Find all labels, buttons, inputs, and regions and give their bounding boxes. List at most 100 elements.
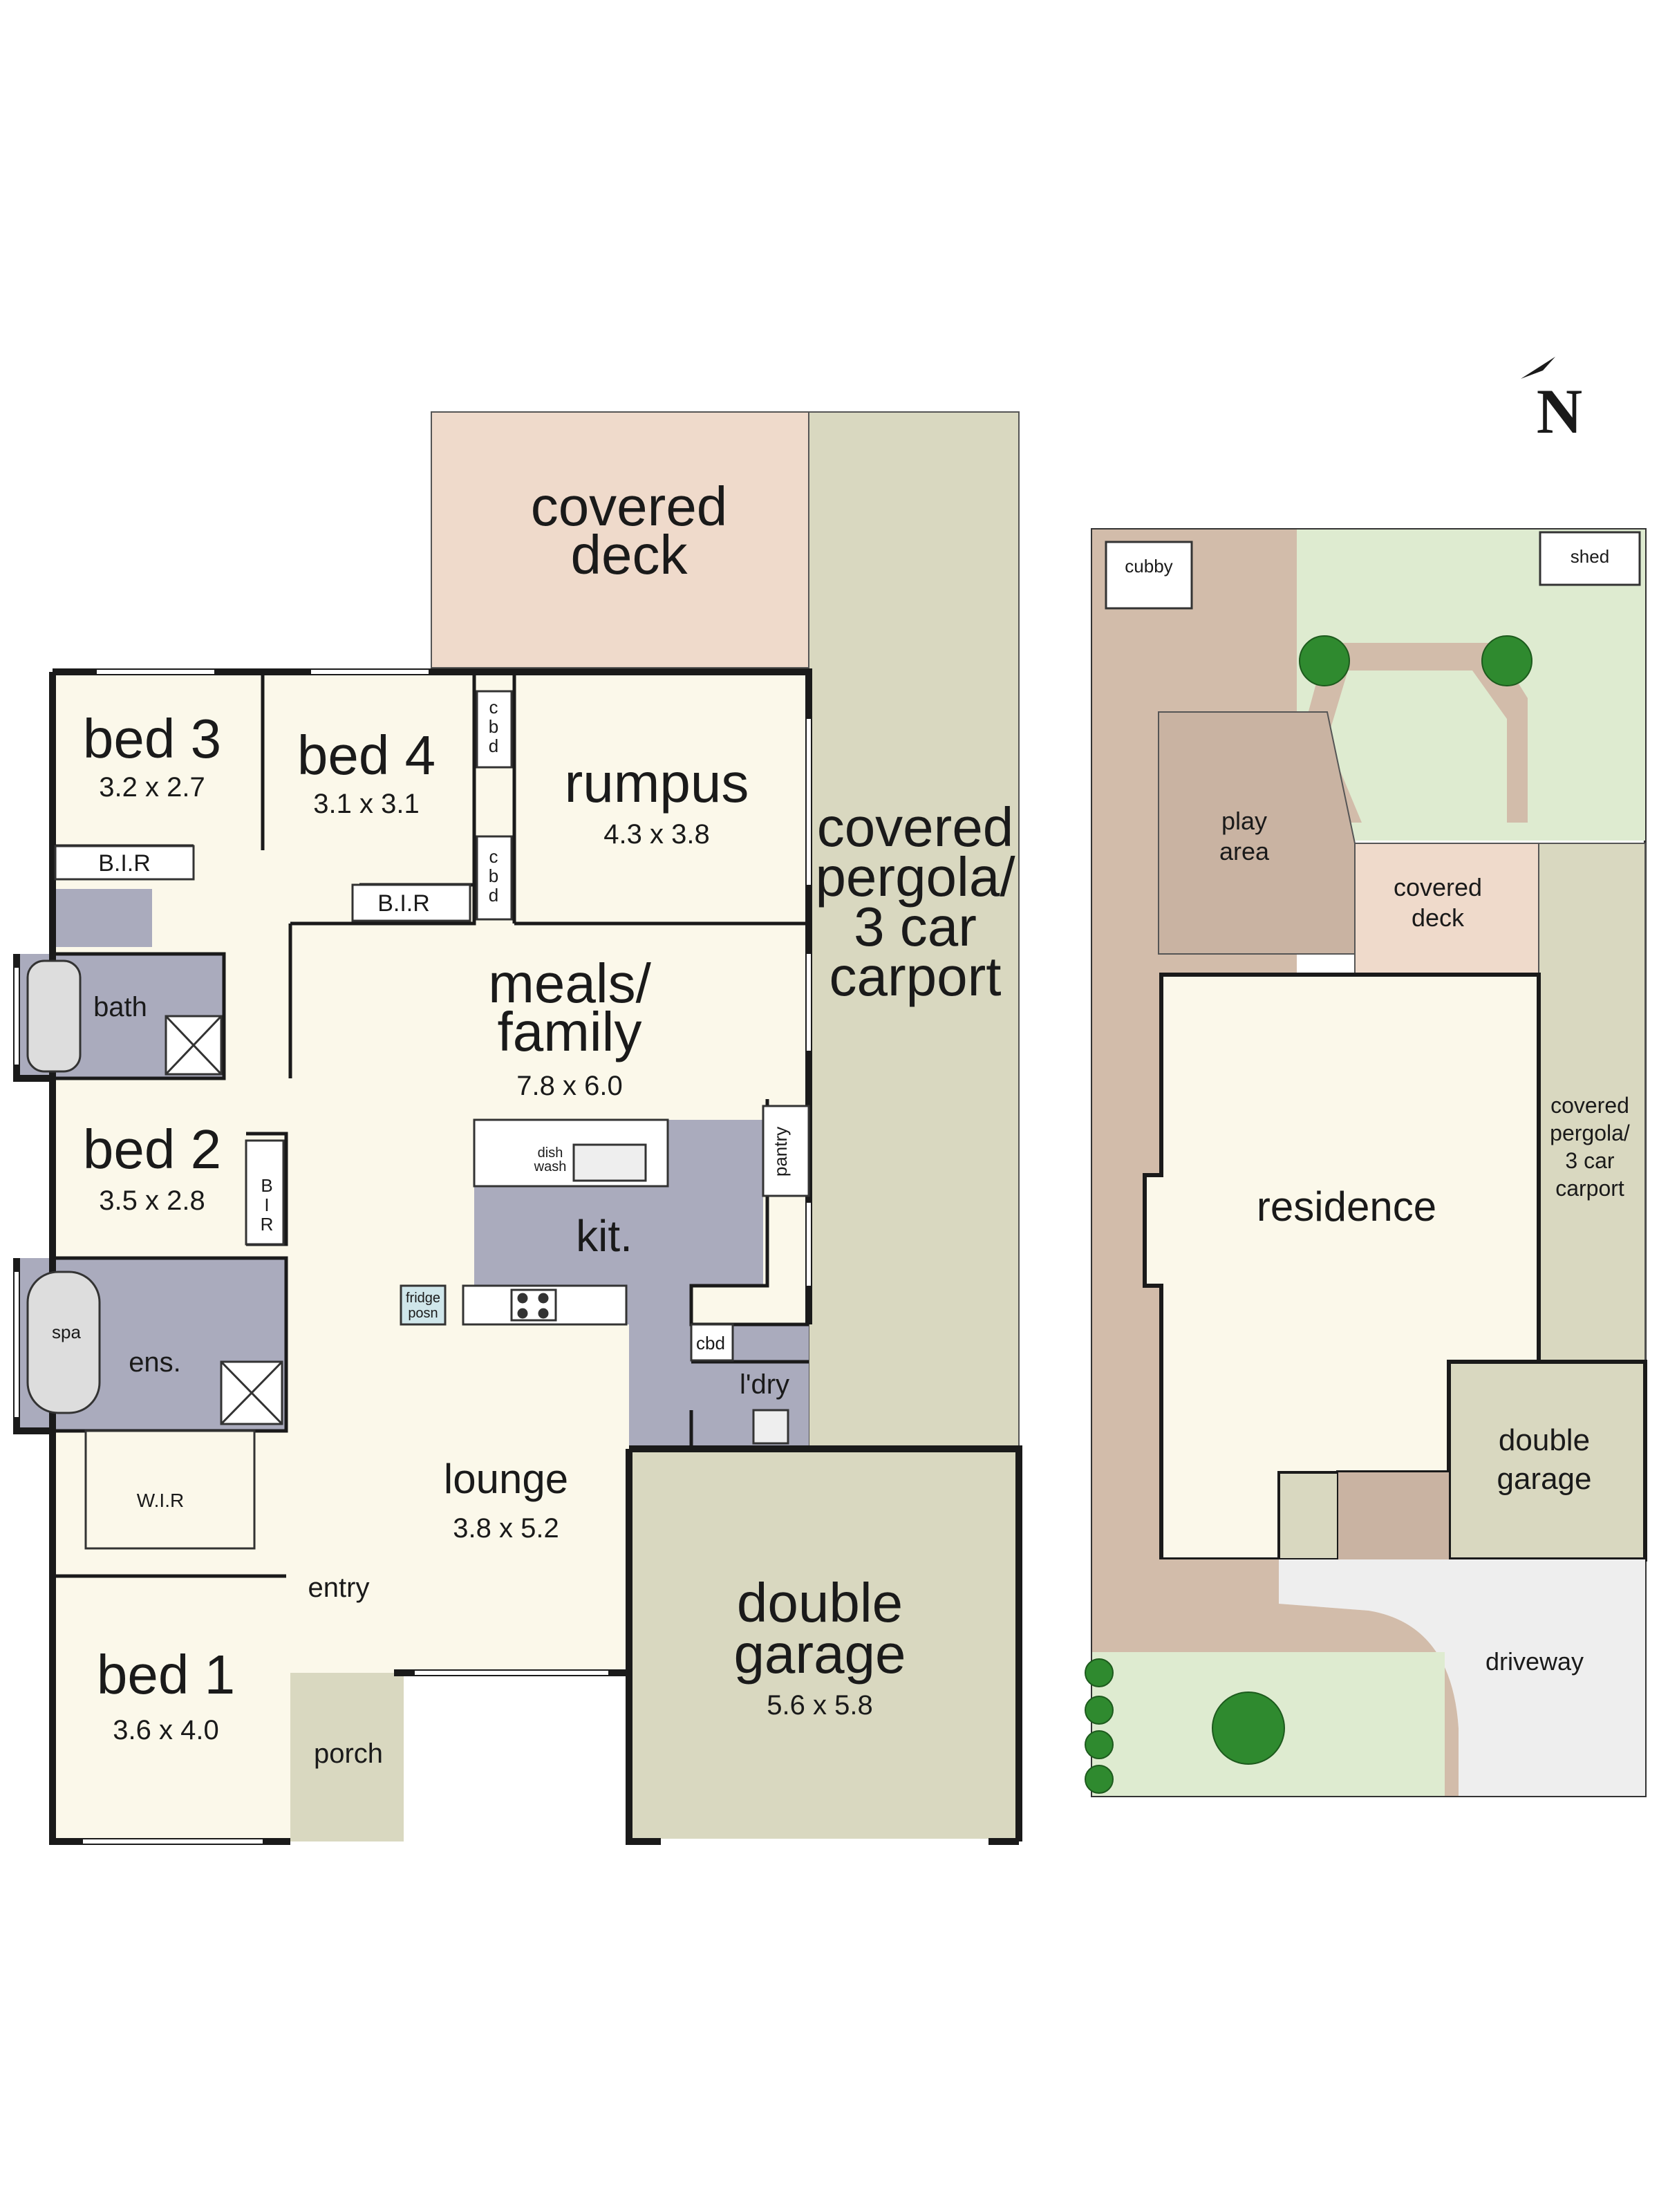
shrub-icon: [1085, 1730, 1114, 1759]
entry-name: entry: [308, 1573, 370, 1603]
site-cubby: [1105, 541, 1193, 610]
lounge-name: lounge: [444, 1456, 568, 1502]
windows: [15, 670, 984, 1844]
kitchen-name: kit.: [576, 1211, 632, 1261]
tree-icon: [1212, 1691, 1285, 1765]
site-carport-line4: carport: [1555, 1176, 1624, 1201]
bed4-bir: B.I.R: [377, 890, 430, 917]
porch-area: [290, 1673, 404, 1841]
site-front-path: [1092, 1559, 1459, 1796]
site-paving-porch: [1338, 1472, 1449, 1559]
porch-name: porch: [314, 1738, 383, 1769]
site-driveway-label: driveway: [1485, 1647, 1584, 1676]
bed1-dims: 3.6 x 4.0: [113, 1715, 218, 1745]
cbd-rumpus-bottom: [476, 835, 513, 921]
site-plan-labels: cubby shed play area covered deck covere…: [1125, 546, 1630, 1676]
compass-label: N: [1537, 376, 1582, 447]
cbd-bottom-c: c: [489, 846, 498, 867]
compass-arrow-icon: [1521, 357, 1555, 379]
garage-name-line1: double: [737, 1572, 903, 1633]
site-driveway: [1279, 1559, 1645, 1796]
fridge-line1: fridge: [406, 1291, 440, 1306]
bir-bed3: [54, 845, 195, 881]
cbd-bottom-d: d: [489, 885, 498, 906]
site-shed-label: shed: [1571, 546, 1609, 567]
site-garage: [1447, 1360, 1647, 1562]
site-cubby-label: cubby: [1125, 556, 1172, 577]
site-plants: [1085, 635, 1533, 1794]
site-lawn-octagon: [1327, 671, 1507, 823]
cbd-rumpus-top: [476, 690, 513, 769]
bir-bed4: [351, 883, 471, 922]
covered-deck-label-line2: deck: [571, 524, 688, 585]
garage-name-line2: garage: [733, 1623, 906, 1685]
site-garage-line2: garage: [1497, 1462, 1591, 1496]
site-garage-line1: double: [1499, 1423, 1590, 1457]
carport-area: [808, 411, 1020, 1450]
palm-icon: [1481, 635, 1533, 686]
carport-label-line4: carport: [830, 946, 1002, 1007]
carport-label-line1: covered: [817, 796, 1014, 858]
fridge-position-box: [400, 1284, 447, 1326]
ens-name: ens.: [129, 1347, 181, 1378]
carport-label-line2: pergola/: [815, 846, 1015, 908]
fridge-line2: posn: [408, 1306, 438, 1321]
bed2-bir-b: B: [261, 1175, 272, 1196]
laundry-cbd: [690, 1323, 734, 1362]
dishwash-line1: dish: [538, 1145, 563, 1161]
site-covered-deck: [1354, 843, 1539, 975]
cbd-top-c: c: [489, 697, 498, 718]
site-shed: [1539, 531, 1641, 586]
toilet-area: [53, 889, 152, 947]
bed2-name: bed 2: [83, 1118, 221, 1180]
bed4-name: bed 4: [297, 724, 435, 786]
wir-name: W.I.R: [137, 1490, 184, 1511]
carport-label-line3: 3 car: [854, 896, 977, 957]
shrub-icon: [1085, 1765, 1114, 1794]
rumpus-name: rumpus: [565, 752, 749, 814]
pantry: [762, 1105, 810, 1197]
bed2-bir-i: I: [264, 1194, 269, 1215]
meals-name-line2: family: [498, 1001, 642, 1062]
site-residence-label: residence: [1257, 1183, 1436, 1230]
bed3-bir: B.I.R: [98, 850, 151, 877]
shrub-icon: [1085, 1658, 1114, 1687]
site-carport-line1: covered: [1550, 1093, 1629, 1118]
meals-name-line1: meals/: [488, 953, 651, 1014]
bir-bed2: [245, 1139, 285, 1246]
north-compass: N: [1521, 357, 1582, 447]
shrub-icon: [1085, 1696, 1114, 1725]
bed3-name: bed 3: [83, 708, 221, 769]
garage-area: [629, 1449, 1019, 1839]
bed2-dims: 3.5 x 2.8: [99, 1185, 205, 1216]
bed2-bir-r: R: [261, 1214, 274, 1235]
site-covered-deck-line2: deck: [1412, 903, 1465, 932]
bed4-dims: 3.1 x 3.1: [313, 789, 419, 819]
floor-plan-labels: covered deck covered pergola/ 3 car carp…: [52, 476, 1015, 1769]
lounge-dims: 3.8 x 5.2: [453, 1513, 559, 1544]
meals-dims: 7.8 x 6.0: [516, 1071, 622, 1101]
laundry-name: l'dry: [740, 1369, 789, 1400]
covered-deck-area: [431, 411, 809, 668]
garage-dims: 5.6 x 5.8: [767, 1690, 872, 1721]
laundry-tub: [752, 1409, 789, 1445]
site-plan: [1085, 528, 1647, 1797]
bed1-name: bed 1: [97, 1644, 235, 1705]
palm-icon: [1299, 635, 1350, 686]
cbd-top-b: b: [489, 716, 498, 737]
bathtub: [26, 959, 82, 1073]
site-covered-deck-line1: covered: [1394, 873, 1482, 901]
floor-plan: [13, 411, 1022, 1845]
bed3-dims: 3.2 x 2.7: [99, 772, 205, 803]
pantry-label: pantry: [770, 1127, 791, 1177]
ens-spa-label: spa: [52, 1322, 81, 1342]
cbd-bottom-b: b: [489, 865, 498, 886]
rumpus-dims: 4.3 x 3.8: [603, 819, 709, 850]
bath-name: bath: [93, 992, 147, 1022]
covered-deck-label-line1: covered: [531, 476, 728, 537]
sink: [572, 1143, 647, 1182]
cbd-top-d: d: [489, 735, 498, 756]
site-carport-line3: 3 car: [1565, 1148, 1614, 1173]
site-carport-line2: pergola/: [1550, 1121, 1630, 1145]
